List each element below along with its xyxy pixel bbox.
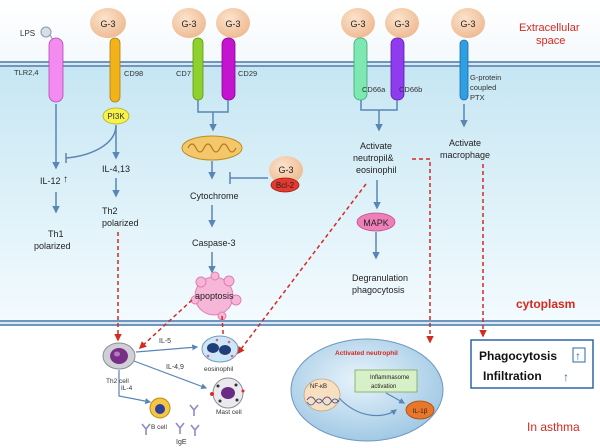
galectin3-label-cd66b: G-3 xyxy=(394,19,409,29)
th2cell-to-bcell-arrow xyxy=(118,370,152,405)
gpcr-receptor xyxy=(459,39,469,101)
galectin3-label-cd7: G-3 xyxy=(181,19,196,29)
cd98-receptor xyxy=(109,37,121,103)
galectin3-label-bcl2: G-3 xyxy=(278,165,293,175)
th2-cell-icon xyxy=(102,342,136,370)
galectin3-label-cd29: G-3 xyxy=(225,19,240,29)
nfkb-dna-icon xyxy=(303,378,341,412)
il413-label: IL-4,13 xyxy=(102,164,130,174)
eosinophil-icon xyxy=(201,335,239,363)
tlr-receptor xyxy=(48,37,64,103)
cd29-receptor xyxy=(221,37,236,101)
galectin3-ligand-gpcr xyxy=(451,8,485,38)
il49-label: IL-4,9 xyxy=(166,364,184,371)
il12-up-arrow: ↑ xyxy=(63,174,68,185)
pi3k-inhibit-line xyxy=(65,124,117,159)
upper-membrane xyxy=(0,61,600,67)
cd29-label: CD29 xyxy=(238,69,257,78)
galectin3-ligand xyxy=(90,8,126,38)
b-cell-icon xyxy=(149,397,171,419)
infiltration-label: Infiltration xyxy=(483,369,542,383)
th2cell-to-eosinophil-arrow xyxy=(135,344,199,353)
nfkb-to-il1b-arrow xyxy=(338,397,397,417)
cd66a-label: CD66a xyxy=(362,85,386,94)
neutro-to-activated-neutrophil-dashed xyxy=(412,158,434,344)
mitochondrion-icon xyxy=(181,135,243,161)
galectin3-ligand-cd29 xyxy=(216,8,250,38)
pi3k-label: PI3K xyxy=(107,112,125,121)
galectin3-label-gpcr: G-3 xyxy=(460,19,475,29)
cytochrome-label: Cytochrome xyxy=(190,191,239,201)
bcl2-node xyxy=(270,177,300,193)
caspase-label: Caspase-3 xyxy=(192,238,236,248)
mast-cell-icon xyxy=(210,377,245,409)
lps-label: LPS xyxy=(20,29,35,38)
apoptosis-label: apoptosis xyxy=(195,291,234,301)
extracellular-region xyxy=(0,0,600,62)
mapk-node xyxy=(356,212,396,232)
il1b-label: IL-1β xyxy=(413,408,428,415)
bcl2-label: Bcl-2 xyxy=(276,181,295,190)
phagocytosis-up-box xyxy=(572,347,586,363)
cd7-label: CD7 xyxy=(176,69,191,78)
apoptosis-to-eosinophil-dashed xyxy=(219,315,228,350)
activated-neutrophil-label: Activated neutrophil xyxy=(335,350,398,357)
th2cell-label: Th2 cell xyxy=(106,378,129,385)
phagocytosis-up-arrow: ↑ xyxy=(575,349,581,363)
galectin3-label: G-3 xyxy=(100,19,115,29)
galectin3-ligand-cd66a xyxy=(341,8,375,38)
galectin3-ligand-cd7 xyxy=(172,8,206,38)
red-dashed-arrows xyxy=(114,158,487,355)
lower-membrane xyxy=(0,320,600,326)
il5-label: IL-5 xyxy=(159,338,171,345)
phagocytosis-label: Phagocytosis xyxy=(479,349,557,363)
galectin3-label-cd66a: G-3 xyxy=(350,19,365,29)
mapk-label: MAPK xyxy=(363,218,389,228)
cytoplasm-region xyxy=(0,66,600,321)
inflammasome-box xyxy=(354,369,418,393)
bcell-label: B cell xyxy=(151,424,167,431)
tlr-label: TLR2,4 xyxy=(14,68,39,77)
cd66b-label: CD66b xyxy=(399,85,422,94)
il12-label: IL-12 xyxy=(40,176,61,186)
cd98-label: CD98 xyxy=(124,69,143,78)
th2cell-to-mastcell-arrow xyxy=(133,360,208,390)
apoptosis-to-th2cell-dashed xyxy=(138,299,193,350)
pi3k-node xyxy=(102,107,130,125)
galectin3-ligand-cd66b xyxy=(385,8,419,38)
eosinophil-label: eosinophil xyxy=(204,366,234,373)
galectin3-ligand-bcl2 xyxy=(269,156,303,184)
cytoplasm-label: cytoplasm xyxy=(516,297,575,311)
il4-label: IL-4 xyxy=(121,385,133,392)
ige-antibody-icons xyxy=(141,404,200,436)
inflammasome-to-il1b-arrow xyxy=(385,392,406,404)
nfkb-label: NF-κB xyxy=(310,384,327,390)
il1b-node xyxy=(405,400,435,420)
cd7-receptor xyxy=(192,37,204,101)
ige-label: IgE xyxy=(176,439,187,446)
neutro-to-eosinophil-dashed xyxy=(237,183,367,355)
mastcell-label: Mast cell xyxy=(216,409,242,416)
infiltration-up-arrow: ↑ xyxy=(563,370,569,384)
in-asthma-label: In asthma xyxy=(527,420,580,434)
lps-molecule xyxy=(40,26,52,38)
